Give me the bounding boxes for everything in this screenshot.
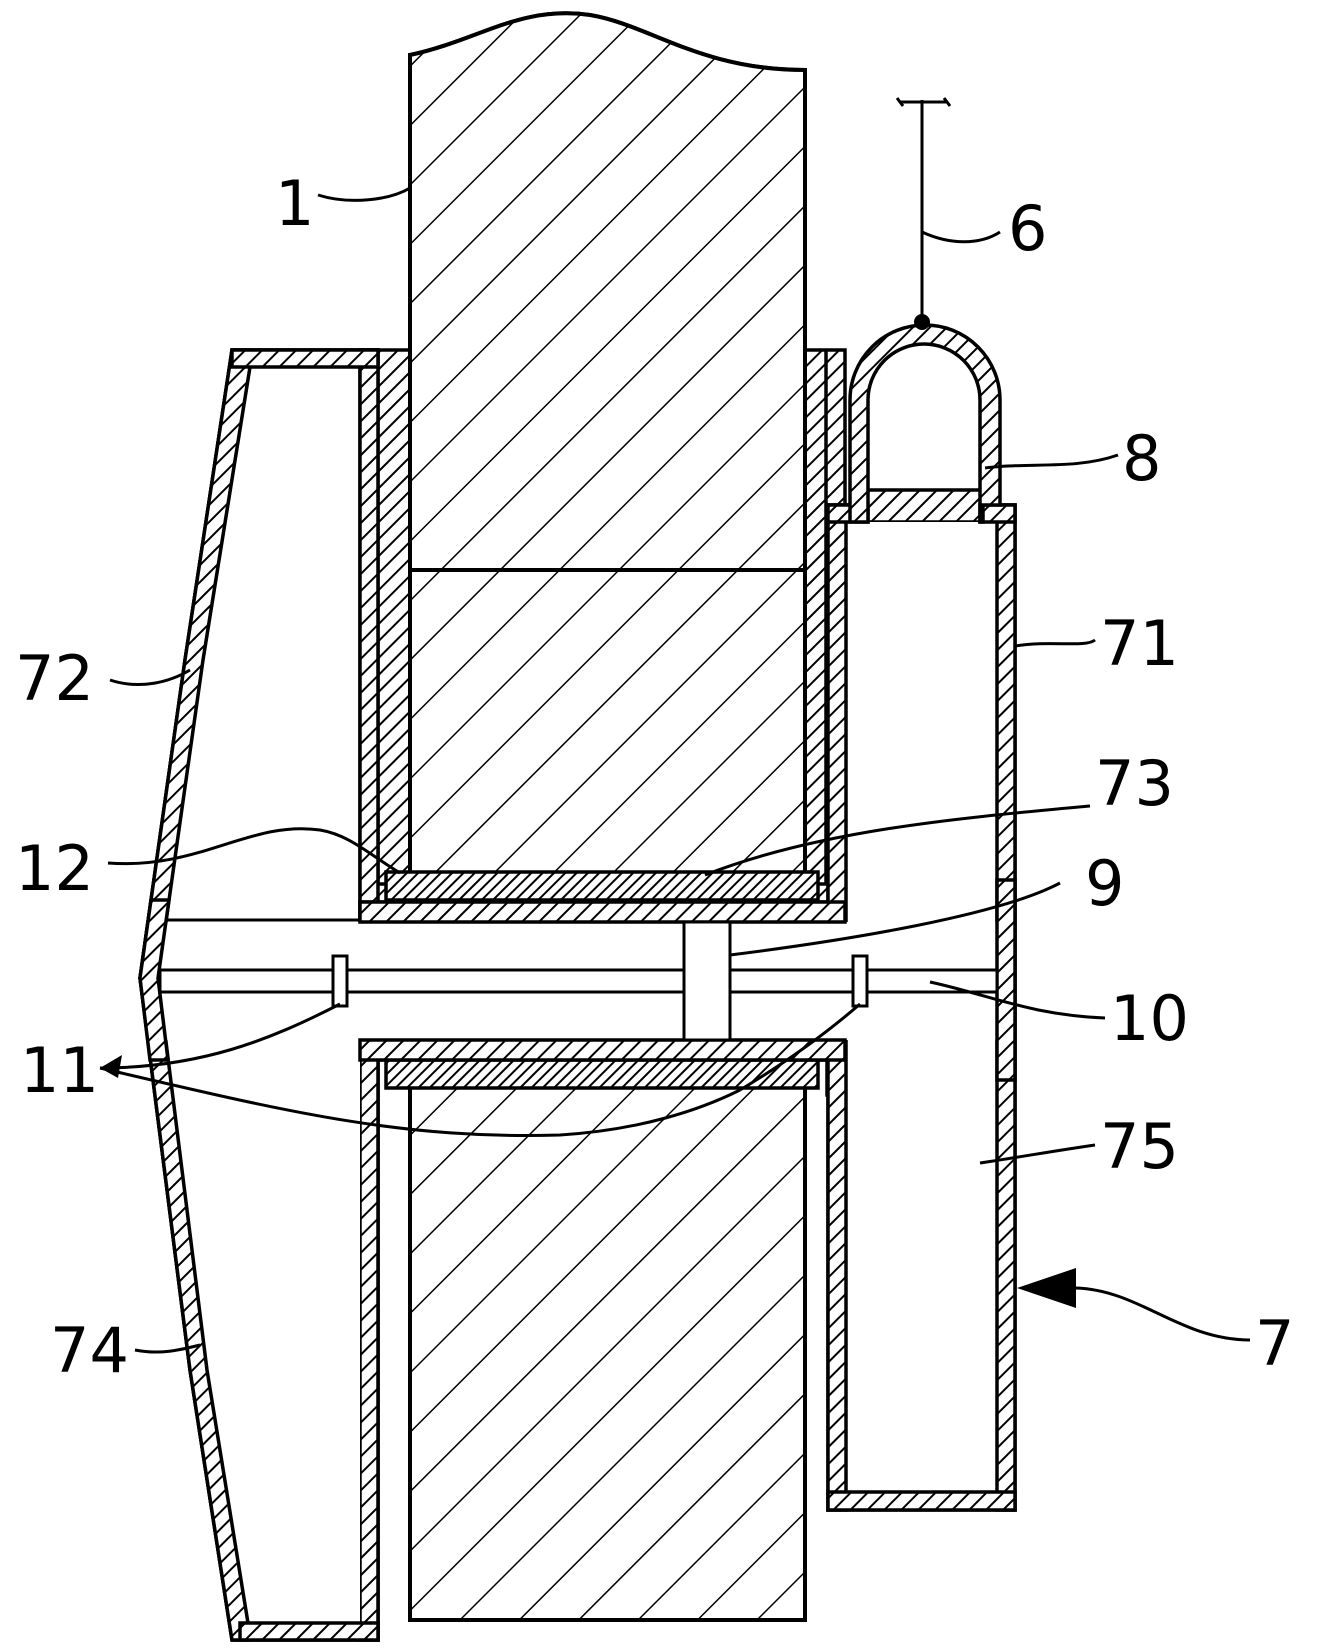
main-block-upper-base [408,558,807,882]
label-9: 9 [1085,847,1124,920]
label-71: 71 [1100,607,1179,680]
left-top-cap [230,348,380,369]
main-block-upper-top [408,11,807,572]
label-10: 10 [1110,982,1189,1055]
lower-cup-wall-left [358,1038,380,1642]
left-slanted-wall-mid [138,898,172,1062]
arrowhead-11-a [100,1055,122,1078]
leader-71 [1014,638,1096,648]
label-75: 75 [1100,1110,1179,1183]
label-8: 8 [1122,422,1161,495]
connecting-shaft-9 [682,920,732,1042]
label-7: 7 [1255,1307,1294,1380]
leader-1 [317,186,411,202]
leader-11c [739,1002,861,1092]
left-bottom-cap [238,1621,380,1642]
right-wall-mid [995,878,1017,1082]
leader-6 [921,230,1001,244]
label-11: 11 [20,1034,99,1107]
upper-magnetic-plate [384,870,820,902]
leader-8 [984,453,1119,470]
pull-string-top-bar [895,97,952,107]
leader-11b [99,1066,741,1138]
label-74: 74 [50,1314,129,1387]
upper-cup-wall-left [358,348,380,924]
capsule-8 [848,323,1002,524]
stopper-11-left [331,954,349,1008]
leader-7 [1075,1286,1251,1342]
main-block-lower [408,1063,807,1622]
leader-72 [109,668,191,687]
chamber-74 [161,1000,360,1623]
leader-11a [99,1002,341,1070]
string-knot [914,314,930,330]
leader-75 [979,1143,1096,1165]
upper-cup-bottom-edge [358,900,847,924]
leader-73 [704,804,1091,877]
leader-9 [729,881,1061,957]
label-6: 6 [1008,192,1047,265]
label-73: 73 [1095,747,1174,820]
right-housing-top-right [978,503,1017,524]
arrow-7 [1017,1268,1076,1308]
stopper-11-right [851,954,869,1008]
leader-12 [107,827,401,875]
right-housing-bottom [826,1490,1017,1512]
label-72: 72 [15,642,94,715]
lower-cup-top-edge [358,1038,847,1062]
leader-74 [134,1343,201,1354]
rod-10 [158,968,686,994]
label-12: 12 [15,832,94,905]
label-1: 1 [275,167,314,240]
leader-10 [929,980,1106,1020]
lower-magnetic-plate [384,1058,820,1090]
